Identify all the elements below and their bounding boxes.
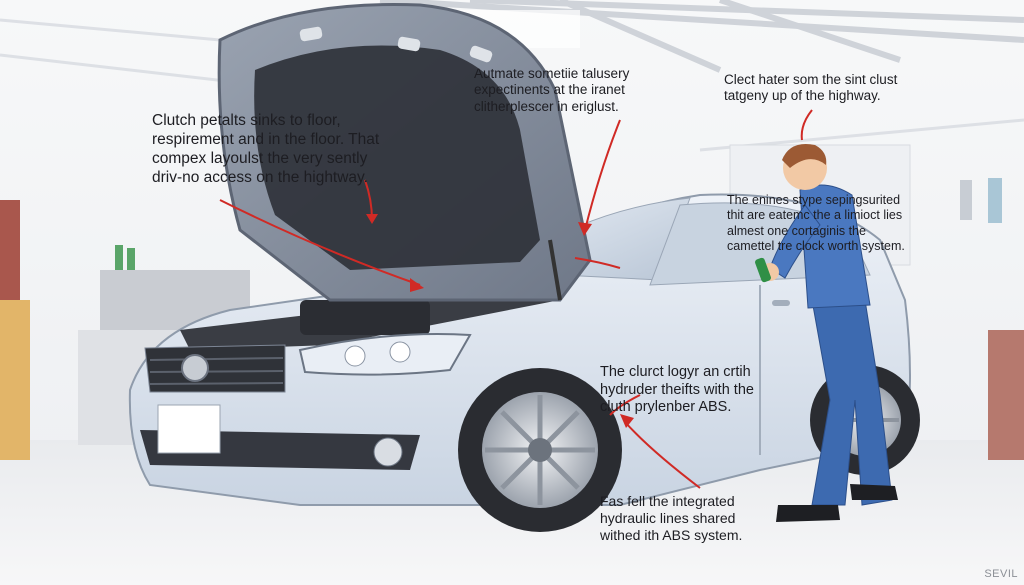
annotation-fas-fell: Fas fell the integrated hydraulic lines … bbox=[600, 493, 743, 544]
arrow-automate bbox=[584, 119, 621, 231]
annotation-clurct-logyr: The clurct logyr an crtih hydruder theif… bbox=[600, 364, 754, 416]
arrow-strut bbox=[574, 257, 621, 269]
arrow-abs bbox=[624, 421, 701, 489]
arrow-hydraulic bbox=[609, 394, 641, 416]
annotation-arrows bbox=[219, 109, 813, 489]
arrow-clect-hater bbox=[800, 109, 813, 141]
annotation-automate: Autmate sometiie talusery expectinents a… bbox=[474, 66, 630, 114]
annotation-clutch-pedal: Clutch petalts sinks to floor, respireme… bbox=[152, 112, 380, 186]
annotation-engines-type: The enines stype sepingsurited thit are … bbox=[727, 193, 905, 253]
car bbox=[128, 2, 920, 532]
watermark: SEVIL bbox=[984, 568, 1018, 580]
front-wheel bbox=[458, 368, 622, 532]
annotation-clect-hater: Clect hater som the sint clust tatgeny u… bbox=[724, 72, 898, 104]
mechanic bbox=[755, 144, 898, 522]
arrow-engine-bay bbox=[219, 199, 421, 286]
